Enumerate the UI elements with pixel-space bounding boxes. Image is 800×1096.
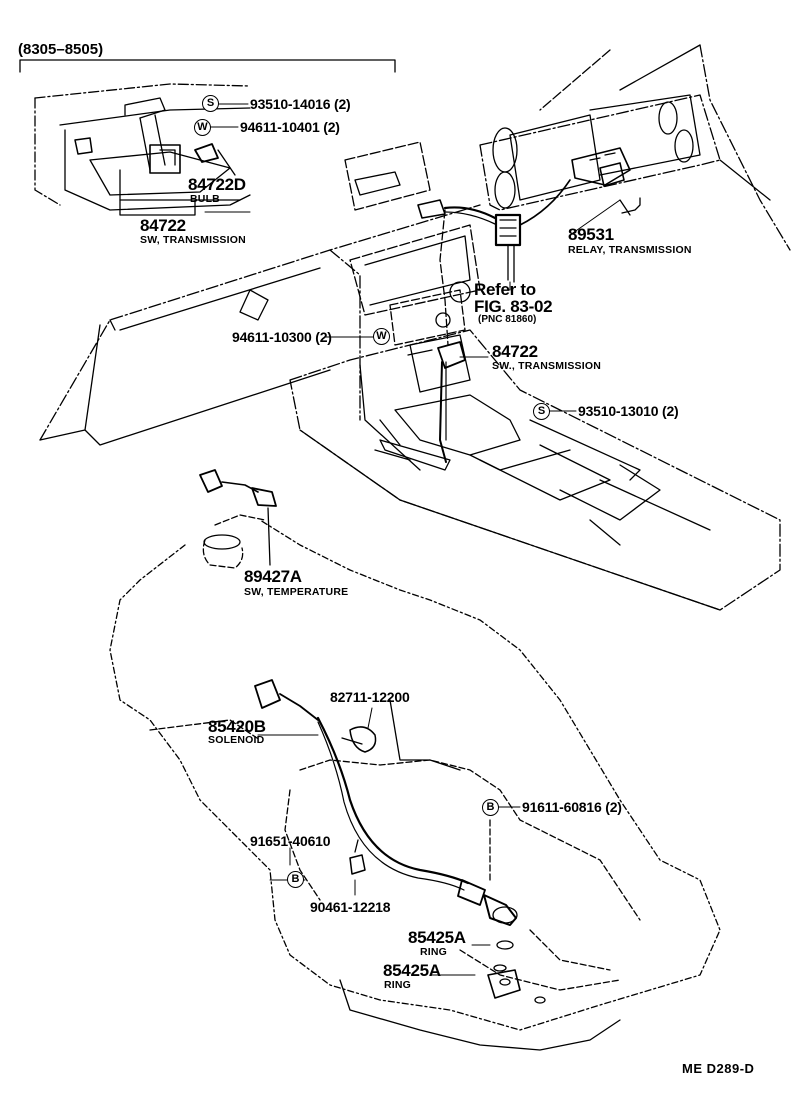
solenoid-drawing xyxy=(254,679,521,999)
b-symbol-right: B xyxy=(482,799,499,816)
relay-harness-drawing xyxy=(417,147,641,346)
drawing-code: ME D289-D xyxy=(682,1061,755,1076)
sw-temperature-label: SW, TEMPERATURE xyxy=(244,586,349,598)
part-94611-10300: 94611-10300 (2) xyxy=(232,329,332,345)
w-symbol-top: W xyxy=(194,119,211,136)
bulb-label: BULB xyxy=(190,193,220,205)
range-bracket xyxy=(19,59,396,73)
part-85420B: 85420B xyxy=(208,717,266,736)
part-85425A-2: 85425A xyxy=(383,961,441,980)
ring-label-1: RING xyxy=(420,946,448,958)
part-84722D: 84722D xyxy=(188,175,246,194)
b-symbol-left: B xyxy=(287,871,304,888)
part-91611-60816: 91611-60816 (2) xyxy=(522,799,622,815)
inset-shifter-drawing xyxy=(34,83,251,216)
part-89531: 89531 xyxy=(568,225,614,244)
part-84722-mid: 84722 xyxy=(492,342,538,361)
console-switch-drawing xyxy=(407,341,466,463)
relay-transmission-label: RELAY, TRANSMISSION xyxy=(568,244,692,256)
part-84722-top: 84722 xyxy=(140,216,186,235)
sw-transmission-top-label: SW, TRANSMISSION xyxy=(140,234,246,246)
s-symbol-mid: S xyxy=(533,403,550,420)
part-90461-12218: 90461-12218 xyxy=(310,899,391,915)
part-93510-14016: 93510-14016 (2) xyxy=(250,96,351,112)
part-85425A-1: 85425A xyxy=(408,928,466,947)
part-93510-13010: 93510-13010 (2) xyxy=(578,403,679,419)
s-symbol-top: S xyxy=(202,95,219,112)
w-symbol-mid: W xyxy=(373,328,390,345)
part-91651-40610: 91651-40610 xyxy=(250,833,331,849)
solenoid-label: SOLENOID xyxy=(208,734,265,746)
part-82711-12200: 82711-12200 xyxy=(330,689,410,705)
center-console-drawing xyxy=(289,329,781,611)
refer-to-label: Refer to xyxy=(474,280,536,299)
part-89427A: 89427A xyxy=(244,567,302,586)
temperature-switch-drawing xyxy=(199,469,277,569)
range-header: (8305–8505) xyxy=(18,41,104,58)
ring-label-2: RING xyxy=(384,979,412,991)
fig-reference: FIG. 83-02 xyxy=(474,297,553,316)
transmission-case-drawing xyxy=(109,519,721,1051)
leader-lines xyxy=(204,103,621,976)
pnc-reference: (PNC 81860) xyxy=(478,314,537,325)
part-94611-10401: 94611-10401 (2) xyxy=(240,119,340,135)
sw-transmission-mid-label: SW., TRANSMISSION xyxy=(492,360,601,372)
